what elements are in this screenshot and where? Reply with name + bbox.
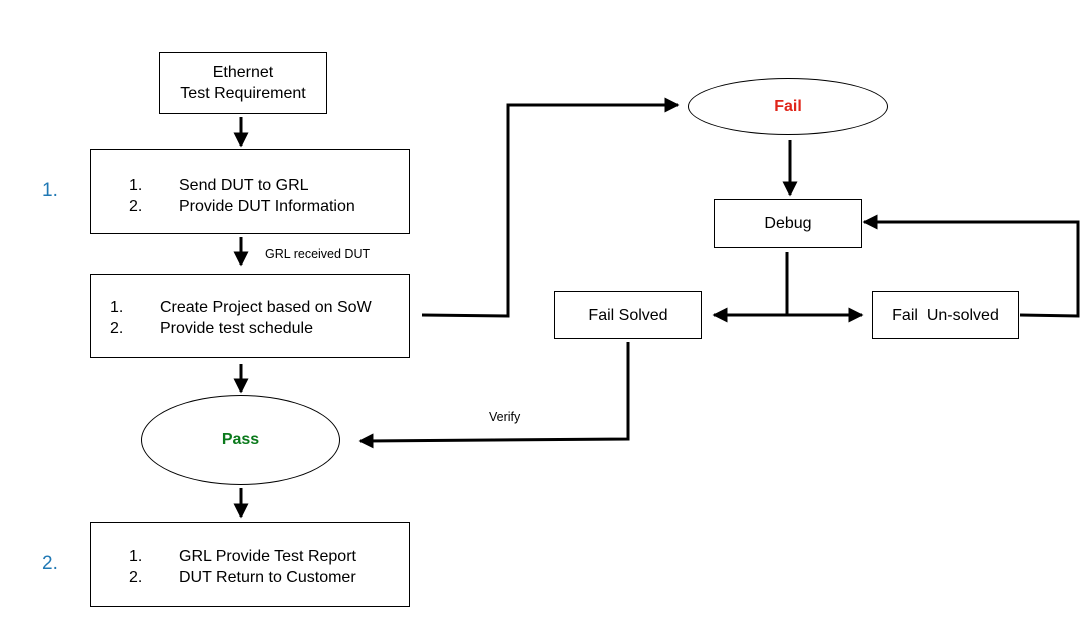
fail-solved-label: Fail Solved <box>588 306 668 324</box>
step2-number: 2. <box>42 553 58 574</box>
debug-box: Debug <box>714 199 862 248</box>
arrow-unsolved-loop-to-debug <box>862 214 1080 318</box>
verify-label: Verify <box>489 410 521 424</box>
start-line1: Ethernet <box>212 64 274 81</box>
project-item: 2.Provide test schedule <box>110 320 313 337</box>
fail-solved-box: Fail Solved <box>554 291 702 339</box>
fail-unsolved-box: Fail Un-solved <box>872 291 1019 339</box>
step1-box: 1.Send DUT to GRL 2.Provide DUT Informat… <box>90 149 410 234</box>
step2-item: 2.DUT Return to Customer <box>129 569 356 586</box>
step1-item: 1.Send DUT to GRL <box>129 177 309 194</box>
project-item: 1.Create Project based on SoW <box>110 299 372 316</box>
fail-label: Fail <box>774 97 802 115</box>
arrow-project-to-fail <box>421 97 680 318</box>
step1-item: 2.Provide DUT Information <box>129 198 355 215</box>
received-label: GRL received DUT <box>265 247 371 261</box>
pass-ellipse: Pass <box>141 395 340 485</box>
pass-label: Pass <box>221 431 260 448</box>
ethernet-test-requirement-box: Ethernet Test Requirement <box>159 52 327 114</box>
project-box: 1.Create Project based on SoW 2.Provide … <box>90 274 410 358</box>
step2-box: 1.GRL Provide Test Report 2.DUT Return t… <box>90 522 410 607</box>
fail-unsolved-label: Fail Un-solved <box>892 306 999 324</box>
arrow-fail-solved-to-pass <box>358 342 630 449</box>
step2-item: 1.GRL Provide Test Report <box>129 548 356 565</box>
debug-label: Debug <box>764 215 812 232</box>
step1-number: 1. <box>42 180 58 201</box>
fail-ellipse: Fail <box>688 78 888 135</box>
start-line2: Test Requirement <box>180 85 306 102</box>
